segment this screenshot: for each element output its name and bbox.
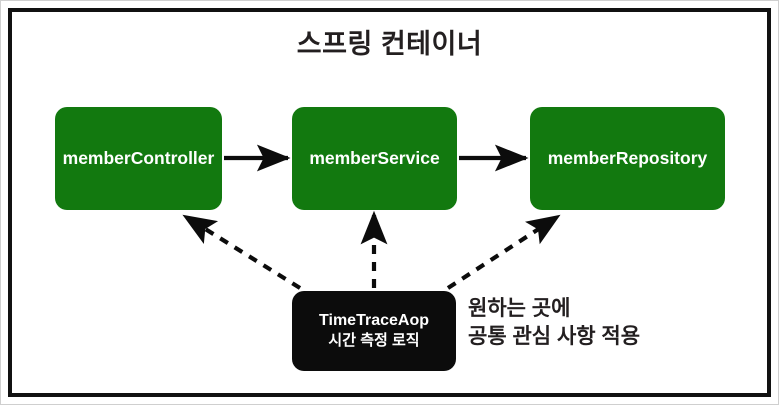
bean-member-controller-label: memberController [62, 148, 215, 169]
page-title: 스프링 컨테이너 [296, 29, 483, 59]
annotation-note: 원하는 곳에 공통 관심 사항 적용 [468, 295, 640, 350]
bean-member-service-label: memberService [309, 148, 440, 169]
annotation-note-line2: 공통 관심 사항 적용 [468, 324, 641, 348]
aspect-name-label: TimeTraceAop [319, 311, 429, 329]
bean-member-repository[interactable]: memberRepository [530, 107, 725, 210]
bean-member-repository-label: memberRepository [547, 148, 708, 169]
aspect-description-label: 시간 측정 로직 [328, 332, 420, 350]
annotation-note-line1: 원하는 곳에 [468, 297, 571, 320]
bean-member-controller[interactable]: memberController [55, 107, 222, 210]
aspect-time-trace-aop[interactable]: TimeTraceAop 시간 측정 로직 [292, 291, 456, 371]
bean-member-service[interactable]: memberService [292, 107, 457, 210]
